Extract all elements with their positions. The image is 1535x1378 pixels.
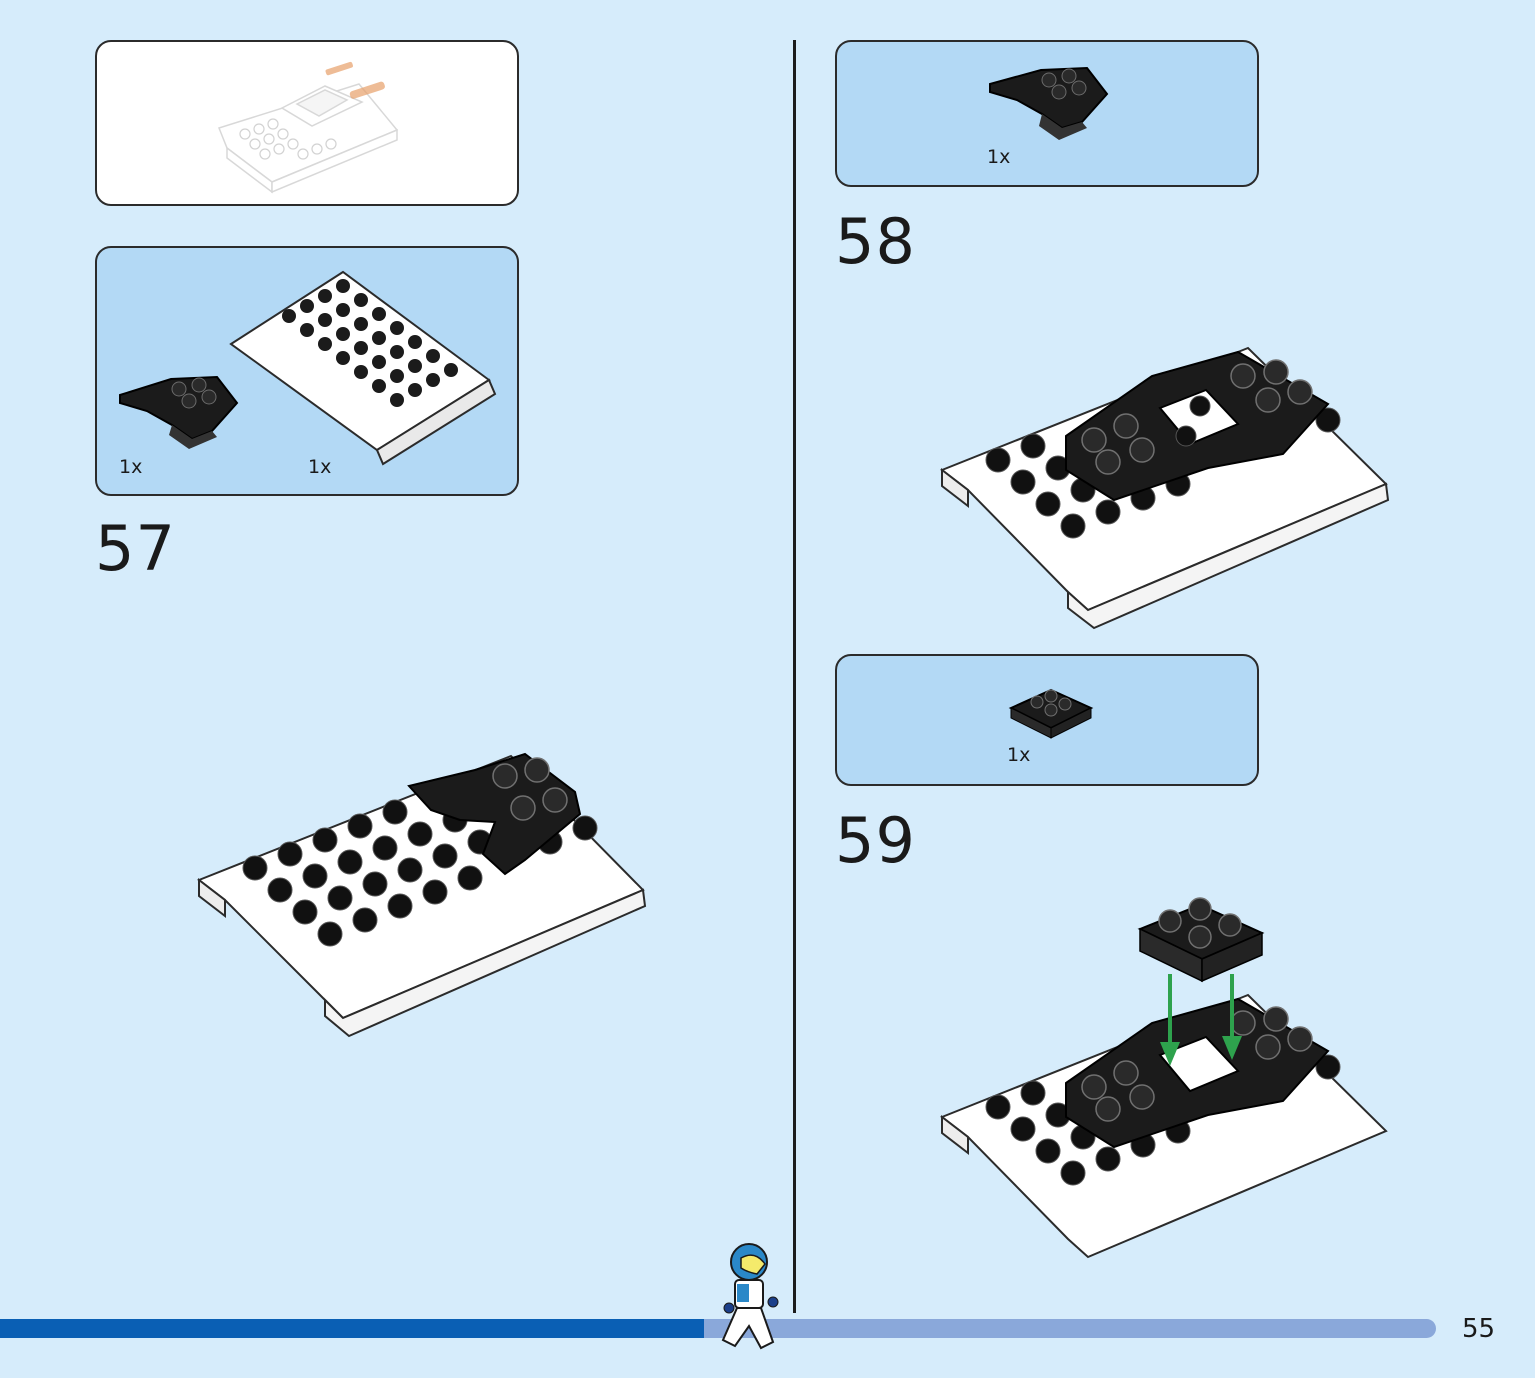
- step-57-model-illustration: [196, 752, 647, 1038]
- step-number-59: 59: [835, 804, 916, 877]
- step-number-57: 57: [95, 512, 176, 585]
- slope-plate-icon: [229, 270, 497, 466]
- quantity-label: 1x: [308, 456, 332, 478]
- minifigure-progress-marker-icon: [721, 1243, 779, 1350]
- build-progress-bar: [0, 1319, 1436, 1338]
- step-58-model-illustration: [939, 346, 1390, 630]
- placement-arrows: [1160, 974, 1242, 1066]
- build-progress-fill: [0, 1319, 704, 1338]
- model-preview-panel: [95, 40, 519, 206]
- wedge-plate-icon: [119, 375, 239, 449]
- quantity-label: 1x: [119, 456, 143, 478]
- step-59-model-illustration: [939, 897, 1388, 1259]
- step-59-parts-panel: 1x: [835, 654, 1259, 786]
- quantity-label: 1x: [1007, 744, 1031, 766]
- wedge-plate-icon: [989, 66, 1109, 140]
- column-divider: [793, 40, 796, 1313]
- step-57-parts-panel: 1x 1x: [95, 246, 519, 496]
- model-preview-image: [218, 61, 399, 194]
- page-number: 55: [1462, 1314, 1496, 1344]
- step-58-parts-panel: 1x: [835, 40, 1259, 187]
- quantity-label: 1x: [987, 146, 1011, 168]
- plate-stack-icon: [1008, 688, 1094, 739]
- step-number-58: 58: [835, 205, 916, 278]
